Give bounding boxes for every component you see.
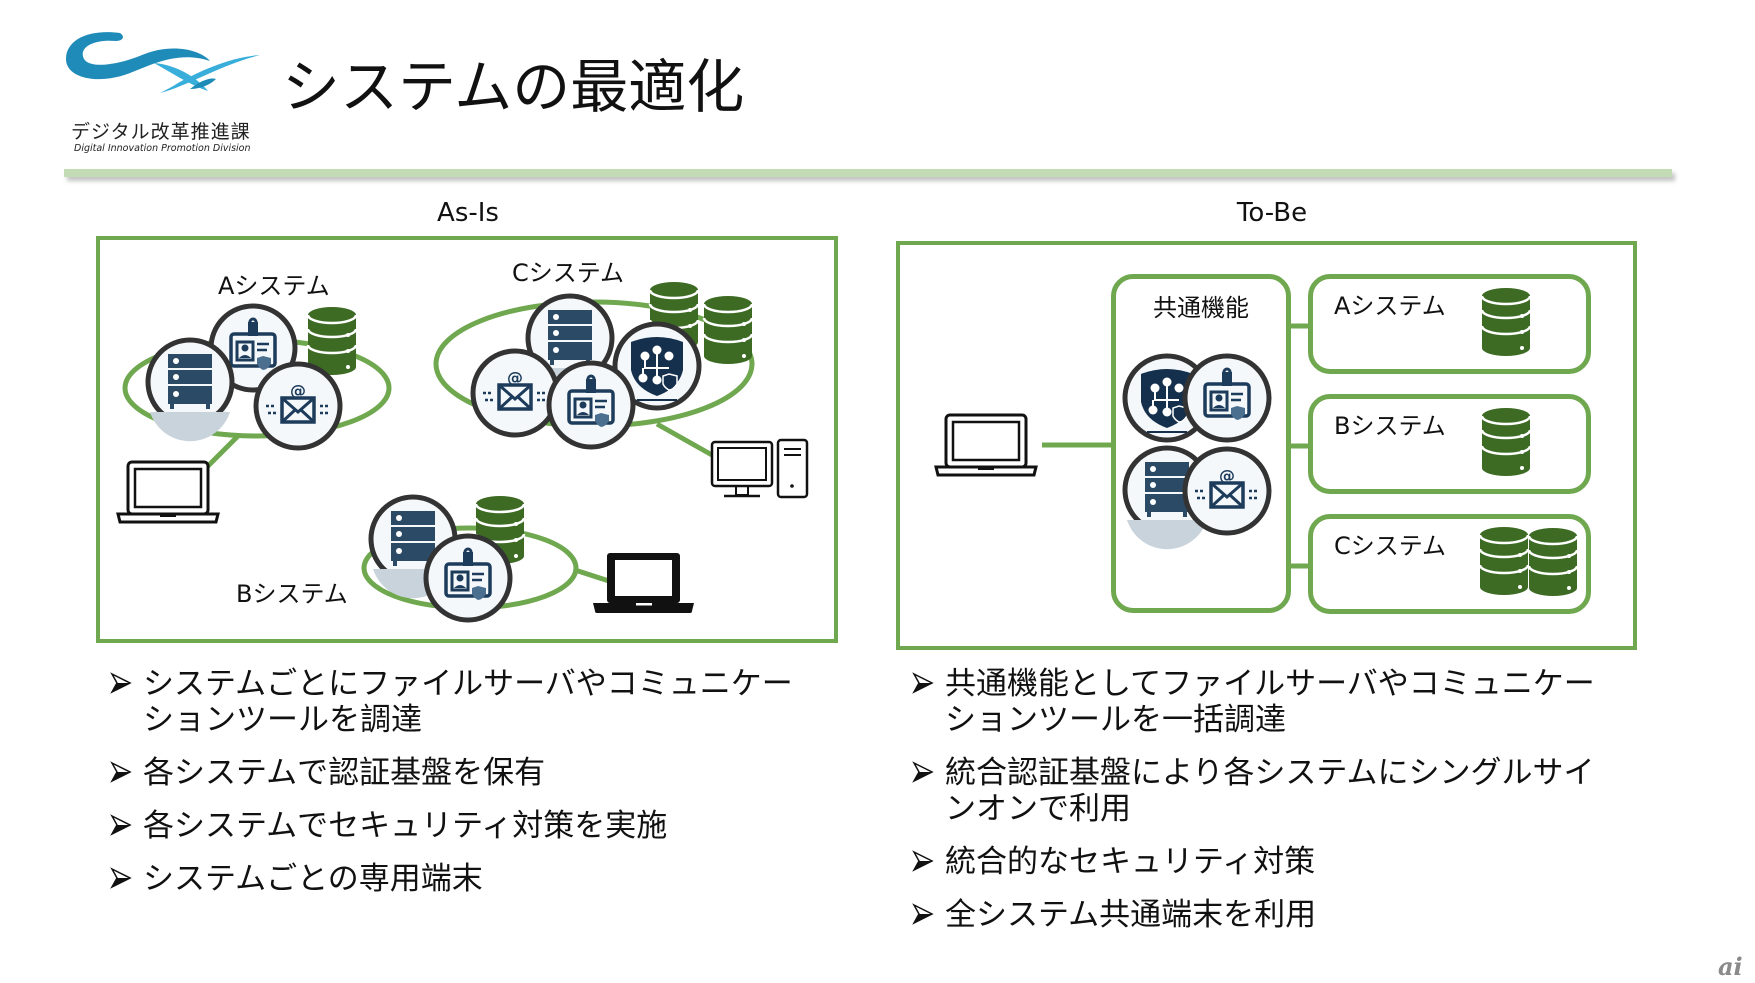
as-is-system-a-group (116, 305, 392, 524)
to-be-label: To-Be (1236, 198, 1308, 228)
email-icon (256, 364, 340, 448)
title-divider (64, 169, 1672, 177)
as-is-bullet-item: システムごとの専用端末 (110, 861, 870, 897)
arrow-bullet-icon (912, 850, 936, 874)
to-be-system-b-label: Bシステム (1334, 412, 1446, 440)
database-icon (702, 294, 754, 366)
to-be-bullet-item: 全システム共通端末を利用 (912, 897, 1692, 933)
as-is-bullet-item: システムごとにファイルサーバやコミュニケー ションツールを調達 (110, 666, 870, 738)
arrow-bullet-icon (912, 672, 936, 696)
as-is-system-b-group (361, 496, 694, 620)
to-be-common-function-label: 共通機能 (1153, 294, 1249, 322)
as-is-panel (96, 236, 838, 643)
to-be-panel (896, 241, 1637, 650)
to-be-system-c-label: Cシステム (1334, 532, 1447, 560)
email-icon (473, 351, 557, 435)
laptop-outline-icon (116, 460, 220, 524)
page-title: システムの最適化 (282, 53, 745, 121)
id-badge-icon (549, 363, 633, 447)
arrow-bullet-icon (110, 814, 134, 838)
laptop-filled-icon (593, 553, 694, 613)
as-is-system-c-group (433, 280, 809, 499)
to-be-system-a-label: Aシステム (1334, 292, 1446, 320)
database-icon (306, 305, 358, 377)
to-be-system-b-box (1308, 394, 1591, 494)
id-badge-icon (426, 536, 510, 620)
to-be-bullet-item: 統合的なセキュリティ対策 (912, 844, 1692, 880)
as-is-system-b-connector (574, 567, 613, 585)
as-is-system-c-connector (655, 421, 714, 458)
as-is-bullet-item: 各システムでセキュリティ対策を実施 (110, 808, 870, 844)
to-be-common-function-box (1111, 274, 1291, 613)
to-be-bullet-item: 統合認証基盤により各システムにシングルサイ ンオンで利用 (912, 755, 1692, 827)
arrow-bullet-icon (110, 672, 134, 696)
arrow-bullet-icon (912, 761, 936, 785)
watermark-logo: ai (1718, 952, 1743, 981)
logo-org-name-en: Digital Innovation Promotion Division (74, 143, 251, 154)
desktop-pc-icon (710, 438, 809, 499)
as-is-bullet-item: 各システムで認証基盤を保有 (110, 755, 870, 791)
as-is-label: As-Is (437, 198, 499, 228)
arrow-bullet-icon (912, 903, 936, 927)
as-is-system-c-label: Cシステム (512, 259, 625, 287)
server-icon (148, 340, 232, 442)
to-be-system-a-box (1308, 274, 1591, 374)
as-is-system-b-label: Bシステム (236, 580, 348, 608)
as-is-bullet-list: システムごとにファイルサーバやコミュニケー ションツールを調達 各システムで認証… (110, 666, 870, 897)
to-be-bullet-item: 共通機能としてファイルサーバやコミュニケー ションツールを一括調達 (912, 666, 1692, 738)
logo-wave-icon (66, 32, 260, 93)
laptop-outline-icon (934, 413, 1038, 477)
arrow-bullet-icon (110, 867, 134, 891)
to-be-bullet-list: 共通機能としてファイルサーバやコミュニケー ションツールを一括調達 統合認証基盤… (912, 666, 1692, 933)
as-is-system-a-label: Aシステム (218, 272, 330, 300)
arrow-bullet-icon (110, 761, 134, 785)
logo-org-name: デジタル改革推進課 (71, 121, 251, 143)
